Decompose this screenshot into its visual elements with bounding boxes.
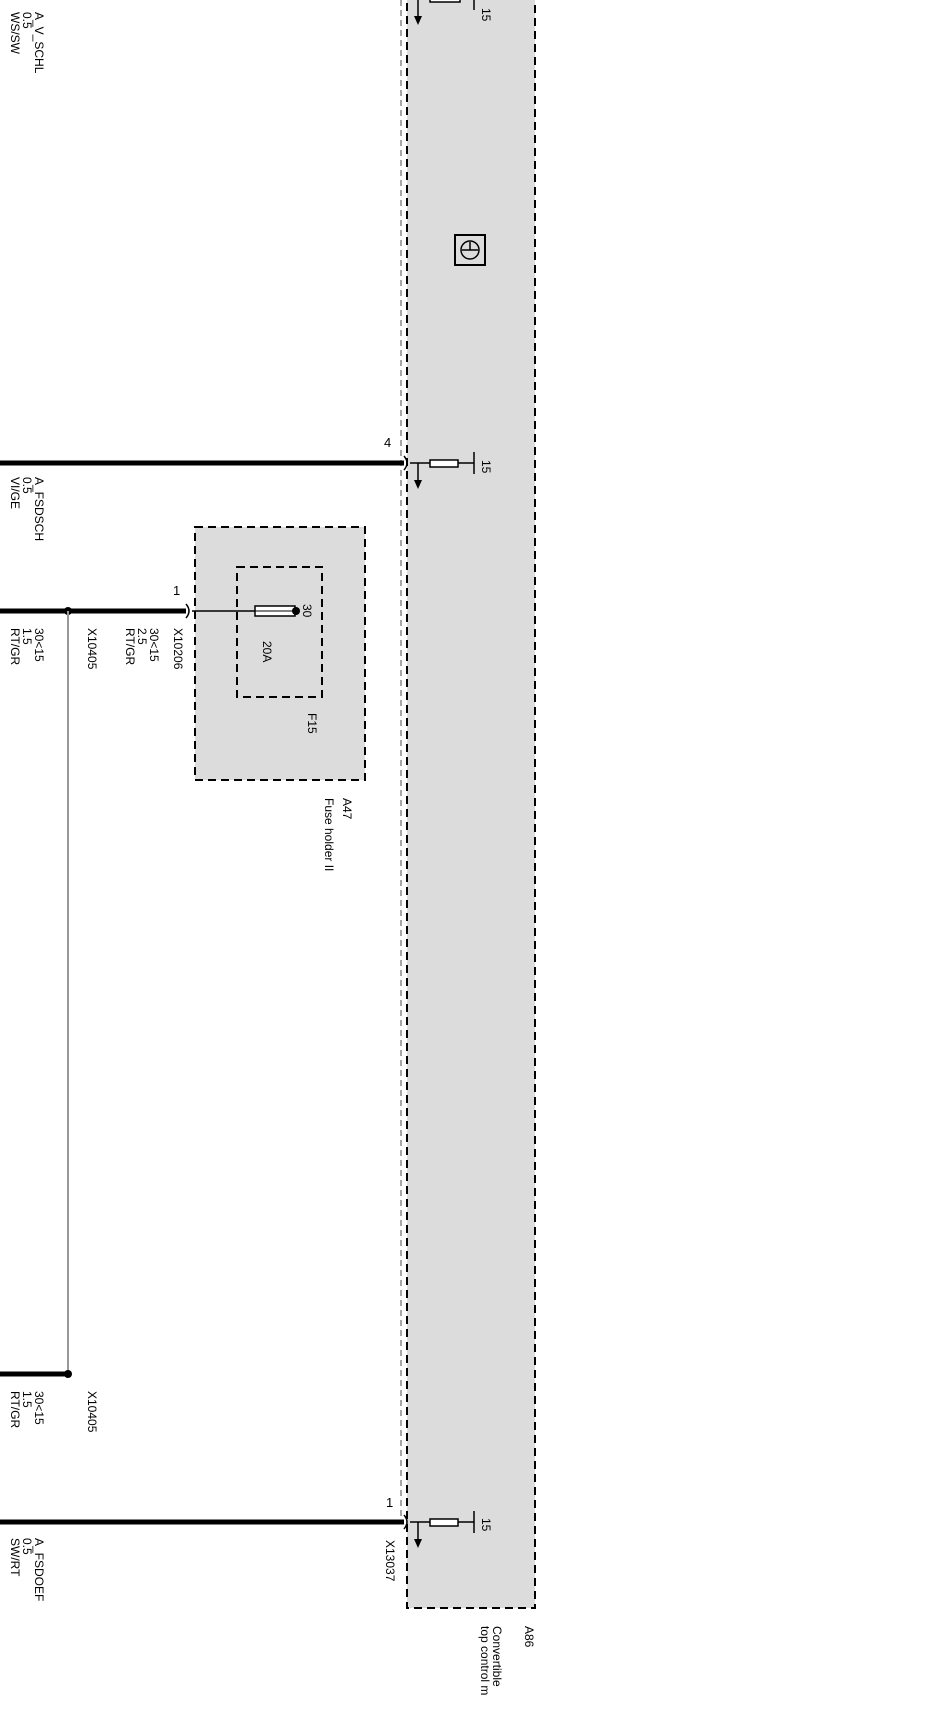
terminal-label-mid: 15 xyxy=(479,460,493,474)
connector-pin-fuse xyxy=(185,603,190,619)
internal-element-top xyxy=(414,0,475,25)
fuse-ref-label: F15 xyxy=(305,713,319,734)
fuse-holder-name: Fuse holder II xyxy=(322,798,336,871)
wire-signal-label: A_FSDSCH xyxy=(32,477,46,541)
wire-source-label: 30<15 xyxy=(32,1391,46,1425)
connector-x13037-label: X13037 xyxy=(383,1540,397,1582)
connector-pin-bottom xyxy=(403,1514,408,1530)
wire-size-label: 1.5 xyxy=(20,1391,34,1408)
splice-x10405-label-bottom: X10405 xyxy=(85,1391,99,1433)
connector-x10206-label: X10206 xyxy=(171,628,185,670)
wire-label-group-5: 30<15 1.5 RT/GR xyxy=(8,1391,46,1428)
wire-source-label: 30<15 xyxy=(147,628,161,662)
internal-element-mid xyxy=(410,452,475,489)
control-unit-icon xyxy=(454,234,486,266)
wire-color-label: RT/GR xyxy=(123,628,137,665)
module-ref-label: A86 xyxy=(522,1626,536,1648)
wire-size-label: 0.5 xyxy=(20,1538,34,1555)
module-a86-box xyxy=(406,0,536,1609)
wire-size-label: 0.5 xyxy=(20,12,34,29)
terminal-label-bottom: 15 xyxy=(479,1518,493,1532)
wire-signal-label: A_FSDOEF xyxy=(32,1538,46,1601)
fuse-rating-label: 20A xyxy=(260,641,274,662)
wire-color-label: RT/GR xyxy=(8,628,22,665)
internal-element-bottom xyxy=(410,1511,475,1548)
wire-color-label: RT/GR xyxy=(8,1391,22,1428)
wire-label-group-2: A_FSDSCH 0.5 VI/GE xyxy=(8,477,46,541)
wire-color-label: VI/GE xyxy=(8,477,22,509)
wire-label-group-6: A_FSDOEF 0.5 SW/RT xyxy=(8,1538,46,1601)
pin-label-fuse: 1 xyxy=(173,583,180,598)
wire-size-label: 0.5 xyxy=(20,477,34,494)
splice-x10405-label-top: X10405 xyxy=(85,628,99,670)
pin-label-bottom: 1 xyxy=(386,1495,393,1510)
wire-label-group-1: A_V_SCHL 0.5 WS/SW xyxy=(8,12,46,74)
fuse-f15-box xyxy=(236,566,323,698)
wire-size-label: 1.5 xyxy=(20,628,34,645)
wire-size-label: 2.5 xyxy=(135,628,149,645)
fuse-holder-ref: A47 xyxy=(340,798,354,820)
terminal-label-top: 15 xyxy=(479,8,493,22)
pin-label-top: 4 xyxy=(384,435,391,450)
connector-pin-top xyxy=(403,455,408,471)
fuse-terminal-label: 30 xyxy=(300,604,314,618)
wire-signal-label: A_V_SCHL xyxy=(32,12,46,74)
module-name-line1: Convertible xyxy=(490,1626,504,1687)
wire-color-label: SW/RT xyxy=(8,1538,22,1577)
module-name-line2: top control m xyxy=(478,1626,492,1695)
splice-point-bottom xyxy=(64,1370,72,1378)
wire-label-group-4: 30<15 1.5 RT/GR xyxy=(8,628,46,665)
wire-source-label: 30<15 xyxy=(32,628,46,662)
module-name-group: Convertible top control m xyxy=(478,1626,504,1695)
wire-label-group-3: 30<15 2.5 RT/GR xyxy=(123,628,161,665)
wire-color-label: WS/SW xyxy=(8,12,22,55)
fuse-icon xyxy=(192,605,300,617)
